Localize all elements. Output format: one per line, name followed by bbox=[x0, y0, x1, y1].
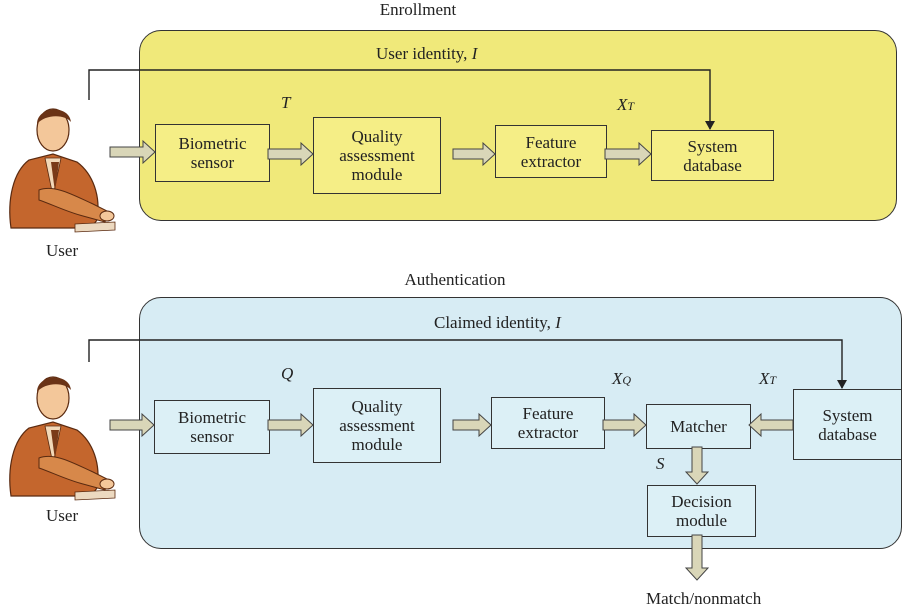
query-symbol: Q bbox=[281, 364, 294, 383]
enrollment-identity-line bbox=[88, 69, 715, 130]
match-nonmatch-output: Match/nonmatch bbox=[646, 589, 762, 608]
authentication-identity-line bbox=[88, 339, 847, 389]
decision-module-box: Decision module bbox=[647, 485, 756, 537]
enrollment-feature-extractor: Feature extractor bbox=[495, 125, 607, 178]
auth-arrow-decision-output bbox=[684, 534, 710, 581]
enrollment-system-database: System database bbox=[651, 130, 774, 181]
authentication-system-database: System database bbox=[793, 389, 902, 460]
template-symbol: T bbox=[281, 93, 291, 112]
score-symbol: S bbox=[656, 454, 665, 473]
auth-arrow-user-sensor bbox=[109, 412, 155, 438]
enrollment-title: Enrollment bbox=[379, 0, 457, 19]
enroll-arrow-user-sensor bbox=[109, 139, 156, 165]
enrollment-quality-module: Quality assessment module bbox=[313, 117, 441, 194]
auth-arrow-sensor-quality bbox=[267, 412, 314, 438]
template-feature-symbol: XT bbox=[759, 369, 777, 388]
enroll-arrow-sensor-quality bbox=[267, 141, 314, 167]
enrollment-biometric-sensor: Biometric sensor bbox=[155, 124, 270, 182]
enroll-arrow-extractor-database bbox=[604, 141, 652, 167]
authentication-user-icon bbox=[9, 376, 116, 501]
enrollment-identity-label: User identity, I bbox=[376, 44, 478, 63]
authentication-biometric-sensor: Biometric sensor bbox=[154, 400, 270, 454]
auth-arrow-database-matcher bbox=[748, 412, 794, 438]
auth-arrow-matcher-decision bbox=[684, 446, 710, 485]
enrollment-user-icon bbox=[9, 108, 116, 233]
auth-arrow-quality-extractor bbox=[452, 412, 492, 438]
query-feature-symbol: XQ bbox=[612, 369, 632, 388]
auth-arrow-extractor-matcher bbox=[602, 412, 647, 438]
authentication-title: Authentication bbox=[404, 270, 506, 289]
authentication-feature-extractor: Feature extractor bbox=[491, 397, 605, 449]
authentication-identity-label: Claimed identity, I bbox=[434, 313, 561, 332]
enrollment-user-label: User bbox=[46, 241, 79, 260]
enroll-arrow-quality-extractor bbox=[452, 141, 496, 167]
enrollment-feature-symbol: XT bbox=[617, 95, 635, 114]
authentication-quality-module: Quality assessment module bbox=[313, 388, 441, 463]
authentication-user-label: User bbox=[46, 506, 79, 525]
matcher-box: Matcher bbox=[646, 404, 751, 449]
